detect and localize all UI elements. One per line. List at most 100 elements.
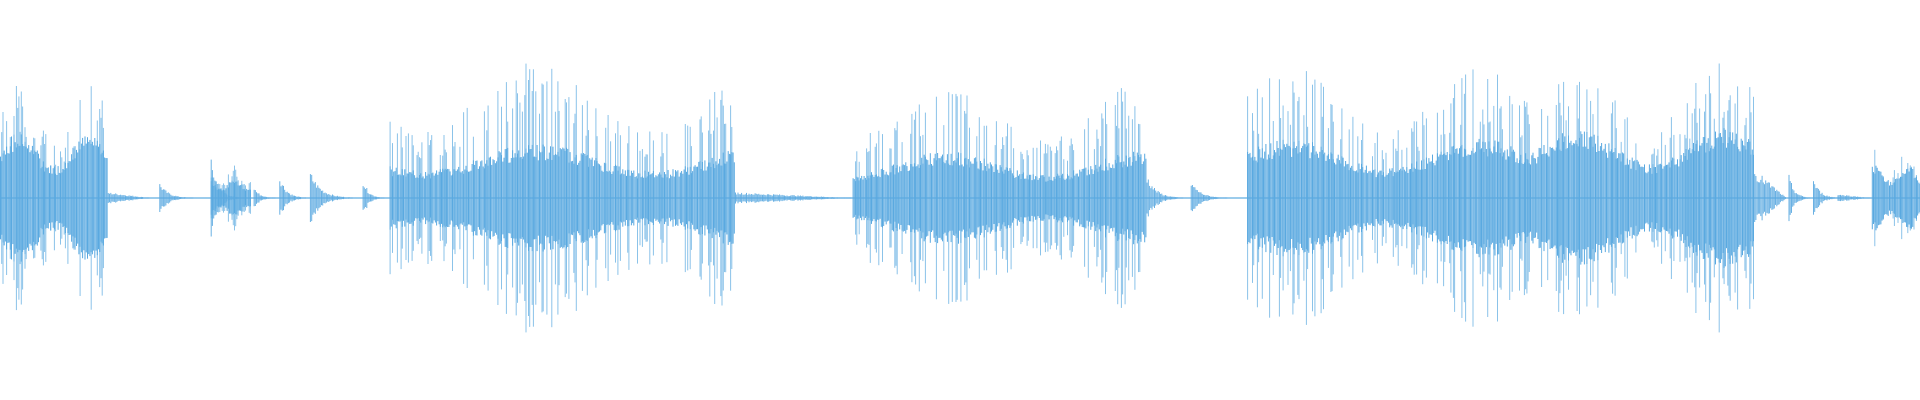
waveform-sample [1131, 119, 1133, 277]
waveform-sample [1350, 167, 1351, 229]
waveform-sample [714, 92, 716, 304]
waveform-sample [1101, 113, 1103, 283]
waveform-sample [988, 168, 990, 228]
waveform-sample [670, 174, 672, 222]
waveform-sample [17, 107, 19, 289]
waveform-sample [487, 105, 489, 291]
waveform-sample [1887, 180, 1889, 216]
waveform-sample [1656, 155, 1658, 241]
waveform-sample [1384, 176, 1386, 220]
waveform-sample [577, 164, 578, 232]
waveform-sample [333, 195, 335, 201]
waveform-sample [863, 176, 865, 221]
waveform-sample [1651, 154, 1653, 242]
waveform-sample [579, 160, 581, 236]
waveform-sample [1418, 150, 1420, 246]
waveform-sample [1484, 142, 1486, 254]
waveform-sample [1619, 153, 1621, 243]
waveform-sample [873, 176, 875, 220]
waveform-sample [1768, 182, 1770, 214]
waveform-sample [1472, 69, 1474, 327]
waveform-sample [1761, 175, 1763, 221]
waveform-sample [1461, 78, 1463, 318]
waveform-sample [617, 121, 619, 275]
waveform-sample [1324, 152, 1326, 244]
waveform-sample [468, 171, 469, 225]
waveform-sample [1689, 138, 1691, 258]
waveform-sample [1410, 169, 1411, 227]
waveform-sample [39, 158, 41, 238]
waveform-sample [1571, 145, 1573, 251]
waveform-sample [71, 154, 73, 242]
waveform-sample [1896, 178, 1898, 218]
waveform-sample [738, 194, 740, 202]
waveform-sample [801, 196, 803, 200]
waveform-sample [1057, 150, 1059, 246]
waveform-sample [611, 174, 613, 223]
waveform-sample [1044, 143, 1046, 253]
waveform-sample [1757, 182, 1759, 214]
waveform-sample [452, 125, 453, 271]
waveform-sample [1621, 152, 1623, 244]
waveform-sample [1566, 148, 1568, 248]
waveform-sample [344, 197, 346, 199]
waveform-sample [1201, 193, 1203, 202]
waveform-sample [1270, 143, 1272, 253]
waveform-sample [224, 184, 226, 211]
waveform-sample [1375, 177, 1377, 219]
waveform-sample [15, 86, 17, 311]
waveform-sample [1299, 152, 1301, 244]
waveform-sample [80, 143, 82, 253]
waveform-sample [1141, 164, 1143, 232]
waveform-sample [831, 197, 833, 199]
waveform-sample [528, 80, 529, 316]
waveform-sample [19, 131, 21, 265]
waveform-sample [412, 145, 414, 251]
waveform-sample [1226, 197, 1228, 199]
waveform-sample [517, 93, 518, 303]
waveform-sample [90, 86, 92, 310]
waveform-sample [1510, 146, 1512, 250]
waveform-sample [73, 146, 75, 250]
waveform-sample [368, 194, 370, 202]
waveform-sample [1601, 143, 1603, 253]
waveform-sample [1459, 148, 1460, 248]
waveform-sample [1399, 170, 1400, 226]
waveform-sample [1662, 168, 1664, 228]
waveform-sample [443, 135, 445, 262]
waveform-sample [890, 148, 892, 248]
waveform-sample [695, 166, 697, 230]
waveform-sample [1391, 168, 1393, 228]
waveform-sample [1352, 116, 1354, 280]
waveform-sample [933, 158, 935, 238]
waveform-sample [1515, 162, 1517, 234]
waveform-sample [1533, 158, 1535, 238]
waveform-sample [629, 175, 631, 221]
waveform-sample [1528, 124, 1530, 272]
waveform-sample [787, 196, 789, 200]
waveform-sample [1675, 164, 1677, 232]
waveform-sample [1716, 138, 1718, 258]
waveform-sample [183, 197, 185, 199]
waveform-sample [1792, 189, 1794, 207]
waveform-sample [1722, 117, 1724, 279]
waveform-sample [58, 172, 60, 224]
waveform-sample [623, 174, 625, 222]
waveform-sample [50, 165, 52, 231]
waveform-sample [815, 196, 817, 200]
waveform-sample [1144, 153, 1146, 243]
waveform-sample [270, 197, 272, 199]
waveform-sample [578, 162, 580, 234]
waveform-sample [1433, 163, 1435, 234]
waveform-sample [72, 147, 74, 249]
waveform-sample [1840, 194, 1841, 202]
waveform-sample [839, 197, 841, 199]
waveform-sample [327, 194, 329, 202]
waveform-sample [1113, 168, 1115, 228]
waveform-sample [926, 159, 928, 237]
waveform-sample [1701, 143, 1703, 253]
waveform-sample [942, 154, 943, 242]
waveform-sample [1882, 176, 1884, 220]
waveform-sample [1678, 166, 1680, 230]
waveform-sample [1893, 170, 1895, 226]
